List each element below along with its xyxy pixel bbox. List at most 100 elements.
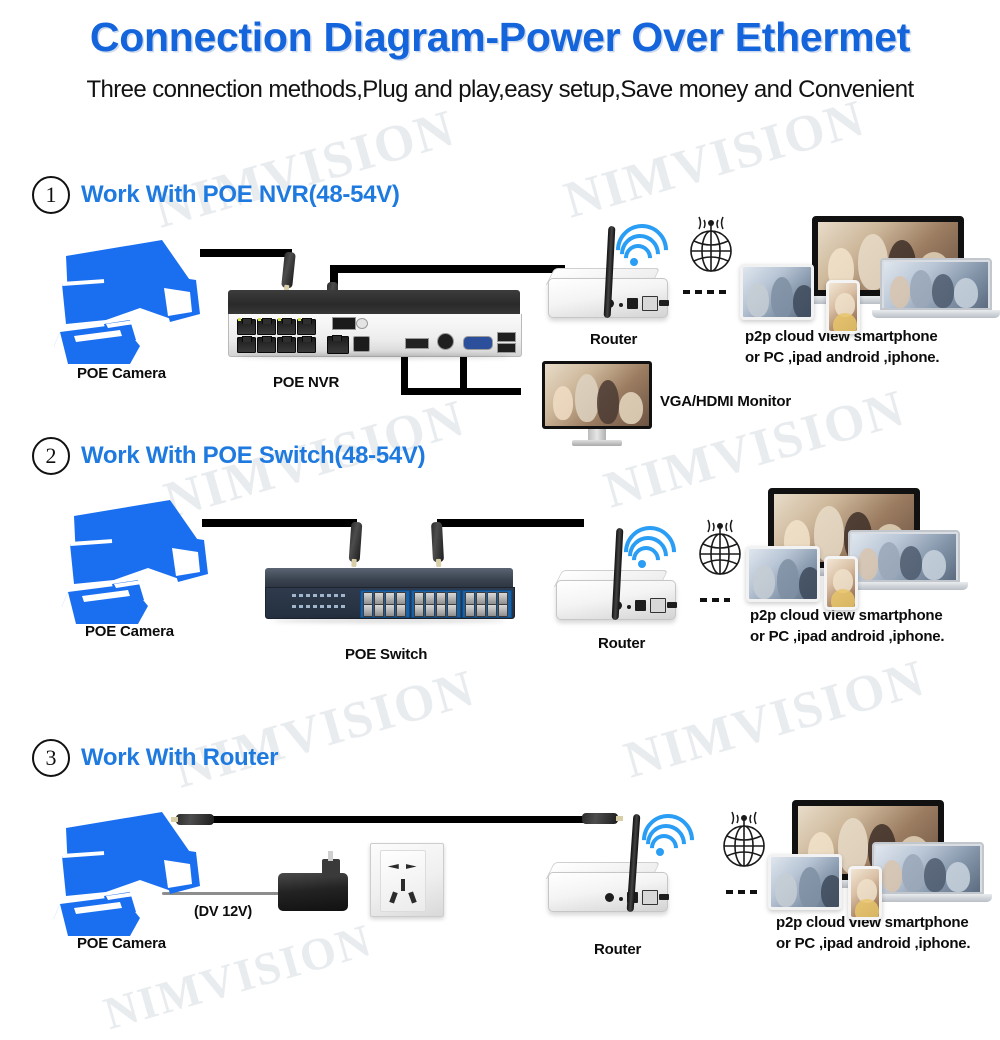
camera-label: POE Camera bbox=[77, 365, 166, 382]
router-body bbox=[548, 872, 669, 912]
rj45-plug bbox=[582, 813, 623, 824]
router-port bbox=[605, 893, 614, 902]
poe-switch-device bbox=[265, 568, 515, 623]
cable-camera-to-nvr bbox=[200, 249, 292, 257]
socket-slot bbox=[389, 891, 399, 904]
monitor-neck bbox=[588, 429, 606, 441]
cable-vga-vertical bbox=[460, 356, 467, 394]
nvr-usb-port bbox=[497, 332, 516, 342]
cable-to-monitor-horizontal bbox=[401, 388, 521, 395]
router-usb-port bbox=[659, 300, 669, 306]
router-usb-port bbox=[667, 602, 677, 608]
cable-camera-to-router bbox=[212, 816, 590, 823]
nvr-vga-port bbox=[463, 336, 493, 350]
socket-slot bbox=[400, 878, 405, 891]
router-port bbox=[627, 298, 638, 309]
cloud-label-line2: or PC ,ipad android ,iphone. bbox=[745, 349, 940, 366]
cable-camera-to-switch bbox=[202, 519, 357, 527]
tablet-device bbox=[746, 546, 820, 602]
nvr-chassis-top bbox=[228, 290, 520, 316]
router-lan-port bbox=[642, 296, 658, 311]
wall-socket-icon bbox=[370, 843, 444, 917]
socket-face bbox=[379, 849, 427, 913]
cloud-dash-connector bbox=[683, 290, 727, 294]
globe-internet-icon bbox=[699, 519, 741, 575]
router-lan-port bbox=[650, 598, 666, 613]
cable-hdmi-vertical bbox=[401, 356, 408, 394]
switch-chassis-top bbox=[265, 568, 513, 588]
section-1-heading: 1 Work With POE NVR(48-54V) bbox=[32, 176, 400, 214]
globe-internet-icon bbox=[690, 216, 732, 272]
router-usb-port bbox=[659, 894, 669, 900]
rj45-plug bbox=[281, 251, 296, 294]
socket-slot bbox=[408, 891, 417, 904]
smartphone-device bbox=[824, 556, 858, 610]
switch-label: POE Switch bbox=[345, 646, 428, 663]
camera-label: POE Camera bbox=[85, 623, 174, 640]
section-3-heading: 3 Work With Router bbox=[32, 739, 279, 777]
router-port bbox=[627, 605, 631, 609]
socket-slot bbox=[405, 864, 417, 870]
smartphone-device bbox=[826, 280, 860, 334]
wifi-signal-icon bbox=[630, 258, 638, 266]
poe-nvr-device bbox=[228, 290, 522, 362]
connection-diagram-page: NIMVISION NIMVISION NIMVISION NIMVISION … bbox=[32, 14, 1000, 1039]
monitor-base bbox=[572, 440, 622, 446]
nvr-dc-jack bbox=[353, 336, 370, 352]
router-port bbox=[635, 600, 646, 611]
dc-power-cable bbox=[162, 892, 280, 895]
cable-switch-to-router-horizontal bbox=[437, 519, 584, 527]
socket-slot bbox=[387, 864, 399, 870]
nvr-uplink-lan-port bbox=[327, 335, 349, 354]
router-port bbox=[619, 303, 623, 307]
section-3-number: 3 bbox=[32, 739, 70, 777]
nvr-rear-panel bbox=[228, 314, 522, 357]
nvr-power-switch bbox=[332, 317, 356, 330]
monitor-label: VGA/HDMI Monitor bbox=[660, 393, 791, 410]
watermark: NIMVISION bbox=[618, 649, 932, 790]
router-label: Router bbox=[590, 331, 638, 348]
vga-hdmi-monitor bbox=[542, 361, 652, 446]
router-lan-port bbox=[642, 890, 658, 905]
router-port bbox=[619, 897, 623, 901]
cloud-label-line2: or PC ,ipad android ,iphone. bbox=[750, 628, 945, 645]
nvr-usb-port bbox=[497, 343, 516, 353]
cable-nvr-to-router-horizontal bbox=[330, 265, 565, 273]
cloud-dash-connector bbox=[700, 598, 730, 602]
camera-label: POE Camera bbox=[77, 935, 166, 952]
cloud-label-line1: p2p cloud view smartphone bbox=[745, 328, 938, 345]
laptop-device bbox=[872, 258, 1000, 320]
tablet-device bbox=[740, 264, 814, 320]
router-device bbox=[545, 862, 669, 914]
page-title: Connection Diagram-Power Over Ethermet bbox=[89, 14, 911, 60]
page-subtitle: Three connection methods,Plug and play,e… bbox=[86, 76, 914, 103]
cctv-camera-icon bbox=[54, 240, 200, 364]
cloud-label-line2: or PC ,ipad android ,iphone. bbox=[776, 935, 971, 952]
rj45-plug bbox=[430, 521, 445, 568]
section-1-number: 1 bbox=[32, 176, 70, 214]
laptop-device bbox=[864, 842, 992, 904]
rj45-plug bbox=[171, 814, 214, 825]
monitor-bezel bbox=[542, 361, 652, 429]
adapter-plug-prong bbox=[322, 859, 340, 877]
laptop-device bbox=[840, 530, 968, 592]
power-rating-label: (DV 12V) bbox=[194, 904, 253, 920]
cctv-camera-icon bbox=[54, 812, 200, 936]
router-label: Router bbox=[594, 941, 642, 958]
nvr-label: POE NVR bbox=[273, 374, 340, 391]
smartphone-device bbox=[848, 866, 882, 920]
section-2-heading: 2 Work With POE Switch(48-54V) bbox=[32, 437, 426, 475]
nvr-audio-jack bbox=[437, 333, 454, 350]
nvr-hdmi-port bbox=[405, 338, 429, 349]
section-2-number: 2 bbox=[32, 437, 70, 475]
wifi-signal-icon bbox=[638, 560, 646, 568]
section-2-title: Work With POE Switch(48-54V) bbox=[81, 442, 426, 469]
cloud-dash-connector bbox=[726, 890, 758, 894]
cloud-label-line1: p2p cloud view smartphone bbox=[776, 914, 969, 931]
globe-internet-icon bbox=[723, 811, 765, 867]
watermark: NIMVISION bbox=[168, 659, 482, 800]
cctv-camera-icon bbox=[62, 500, 208, 624]
wifi-signal-icon bbox=[656, 848, 664, 856]
watermark: NIMVISION bbox=[148, 99, 462, 240]
switch-front-panel bbox=[265, 587, 515, 619]
